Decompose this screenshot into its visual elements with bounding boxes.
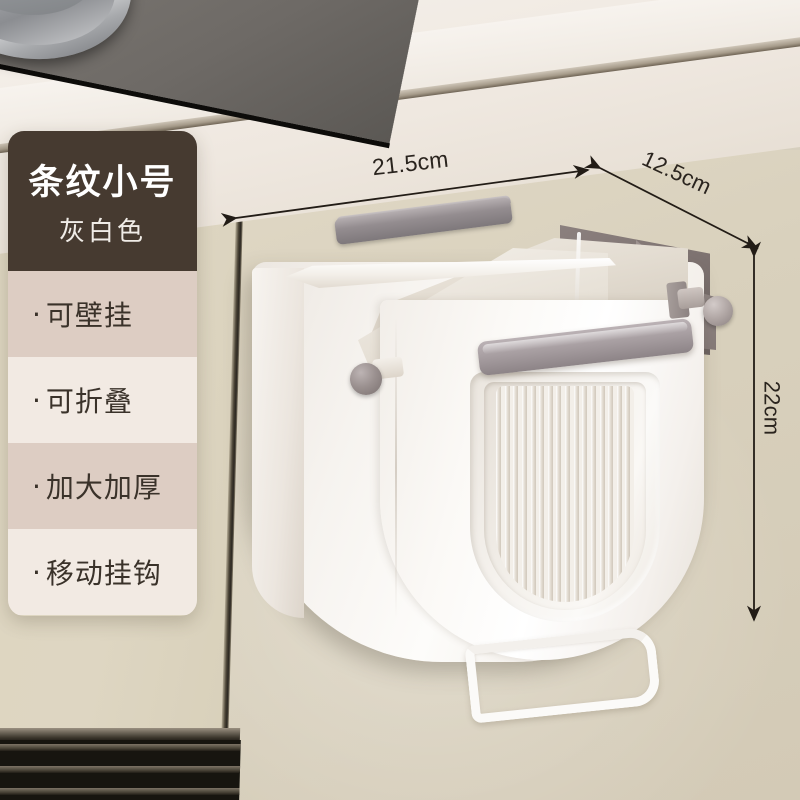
feature-label: 移动挂钩: [45, 557, 162, 590]
hanging-hook-bar: [334, 197, 513, 245]
product-variant-title: 条纹小号: [28, 163, 177, 203]
feature-item-wall-mount: · 可壁挂: [8, 271, 197, 357]
right-hinge-tab: [676, 286, 706, 310]
product-color-subtitle: 灰白色: [58, 217, 146, 247]
feature-item-large-thick: · 加大加厚: [8, 443, 197, 529]
feature-label: 可壁挂: [45, 299, 133, 332]
feature-label: 加大加厚: [45, 471, 162, 504]
bullet-icon: ·: [32, 555, 42, 589]
card-header: 条纹小号 灰白色: [8, 131, 197, 271]
bullet-icon: ·: [32, 297, 42, 331]
feature-item-movable-hook: · 移动挂钩: [8, 529, 197, 615]
pivot-knob-left: [350, 363, 382, 395]
feature-item-foldable: · 可折叠: [8, 357, 197, 443]
product-info-card: 条纹小号 灰白色 · 可壁挂 · 可折叠 · 加大加厚 · 移动挂钩: [8, 131, 197, 616]
bin-front-groove: [395, 318, 397, 618]
bullet-icon: ·: [32, 469, 42, 503]
bin-left-lip: [252, 268, 304, 618]
feature-label: 可折叠: [45, 385, 133, 418]
pivot-knob-right: [703, 296, 733, 326]
ribbed-stripes: [496, 386, 634, 602]
bullet-icon: ·: [32, 383, 42, 417]
